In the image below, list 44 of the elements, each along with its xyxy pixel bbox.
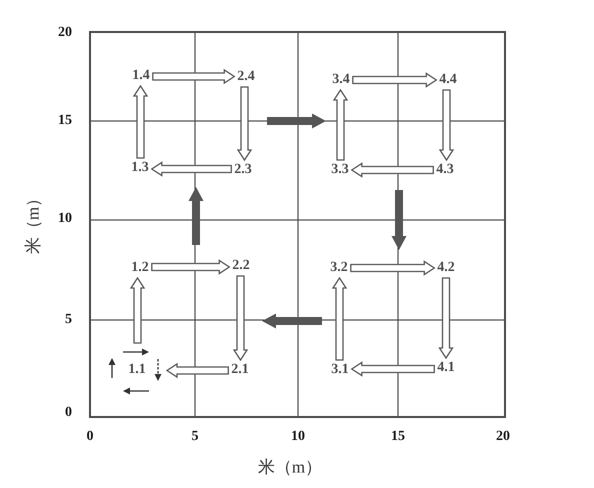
plot-label: 2.1 [231, 363, 249, 377]
arrow [130, 276, 146, 344]
axis-tick-label: 20 [58, 26, 72, 40]
arrow [438, 89, 454, 162]
plot-label: 4.1 [437, 361, 455, 375]
axis-tick-label: 15 [391, 430, 405, 444]
axis-tick-label: 0 [86, 430, 94, 444]
plot-label: 1.1 [128, 363, 146, 377]
plot-label: 3.1 [331, 363, 349, 377]
plot-label: 3.2 [330, 261, 348, 275]
plot-label: 1.4 [132, 69, 150, 83]
plot-label: 1.2 [131, 261, 149, 275]
arrow [236, 86, 252, 162]
plot-label: 2.2 [232, 259, 250, 273]
axis-tick-label: 15 [58, 114, 72, 128]
plot-label: 4.3 [436, 163, 454, 177]
arrow [350, 162, 434, 178]
arrow [151, 259, 230, 275]
arrow [166, 362, 229, 378]
axis-tick-label: 10 [291, 430, 305, 444]
axis-tick-label: 5 [192, 430, 198, 444]
plot-label: 3.3 [331, 163, 349, 177]
arrow [438, 277, 454, 360]
arrow [332, 88, 348, 161]
axis-tick-label: 5 [65, 313, 72, 327]
arrow [152, 68, 236, 84]
arrow [352, 72, 438, 88]
plot-label: 2.4 [237, 70, 255, 84]
arrow [132, 84, 148, 159]
arrow [350, 361, 435, 377]
plot-label: 2.3 [234, 163, 252, 177]
plot-label: 4.2 [437, 261, 455, 275]
axis-title: 米（m） [24, 190, 42, 254]
axis-tick-label: 0 [65, 406, 72, 420]
axis-title: 米（m） [258, 458, 322, 476]
arrow [150, 161, 232, 177]
plot-label: 4.4 [439, 73, 457, 87]
arrow [232, 275, 248, 362]
arrow [332, 276, 348, 361]
plot-label: 3.4 [332, 73, 350, 87]
plot-label: 1.3 [131, 161, 149, 175]
axis-tick-label: 10 [58, 212, 72, 226]
arrow [350, 260, 436, 276]
axis-tick-label: 20 [496, 430, 510, 444]
